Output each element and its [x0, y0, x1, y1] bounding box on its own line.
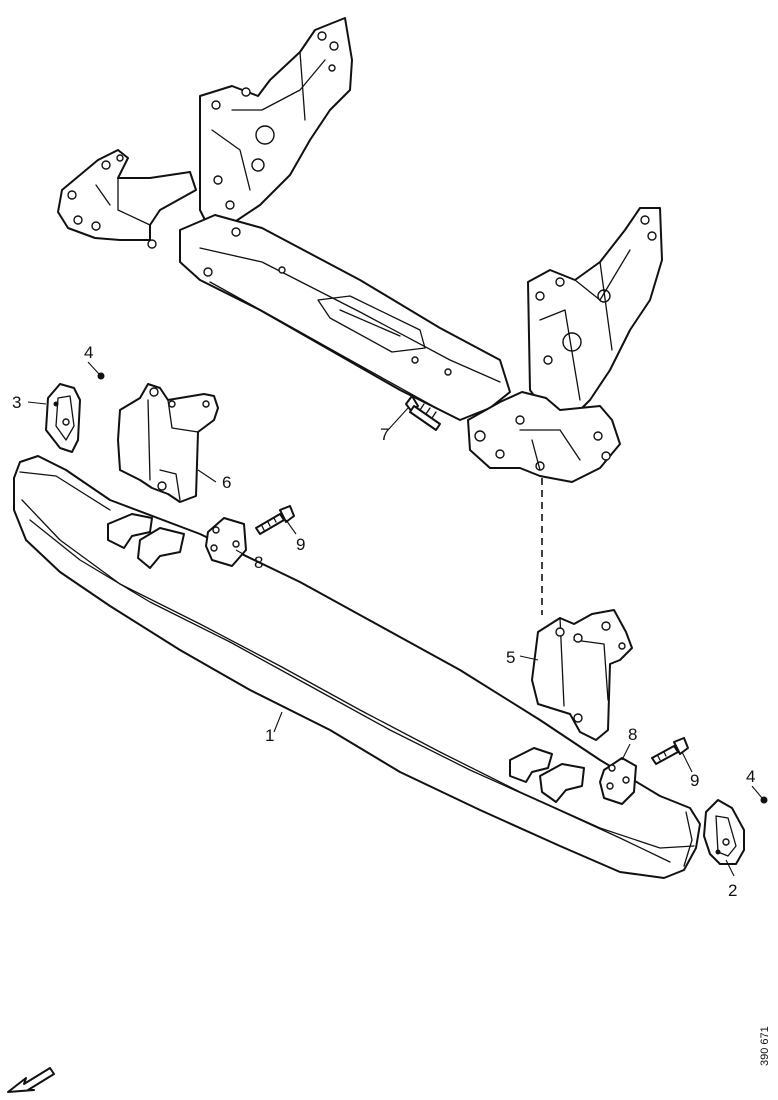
- plate-8-left: [205, 517, 247, 567]
- callout-2: 2: [728, 881, 737, 900]
- callout-6: 6: [222, 473, 231, 492]
- leader-lines: [27, 361, 763, 877]
- bracket-right-5: [531, 609, 633, 741]
- callout-8-left: 8: [254, 553, 263, 572]
- screw-4-right: [760, 796, 768, 804]
- callout-8-right: 8: [628, 725, 637, 744]
- front-crossmember: [57, 17, 663, 483]
- bolt-9-left: [255, 505, 295, 535]
- bolt-7: [405, 395, 441, 431]
- callout-4-right: 4: [746, 767, 755, 786]
- callout-labels: 1 2 3 4 4 5 6 7 8 8 9 9: [12, 343, 755, 900]
- end-cap-left-3: [45, 383, 81, 453]
- callout-4-left: 4: [84, 343, 93, 362]
- screw-4-left: [97, 372, 105, 380]
- bracket-left-6: [117, 383, 219, 503]
- bumper-beam-1: [13, 455, 701, 879]
- bolt-9-right: [651, 737, 689, 765]
- callout-3: 3: [12, 393, 21, 412]
- end-cap-right-2: [703, 799, 745, 865]
- callout-1: 1: [265, 726, 274, 745]
- callout-9-left: 9: [296, 535, 305, 554]
- reference-code: 390 671: [759, 1026, 771, 1066]
- plate-8-right: [599, 757, 637, 805]
- front-direction-arrow-icon: [7, 1067, 55, 1093]
- callout-9-right: 9: [690, 771, 699, 790]
- callout-5: 5: [506, 648, 515, 667]
- callout-7: 7: [380, 425, 389, 444]
